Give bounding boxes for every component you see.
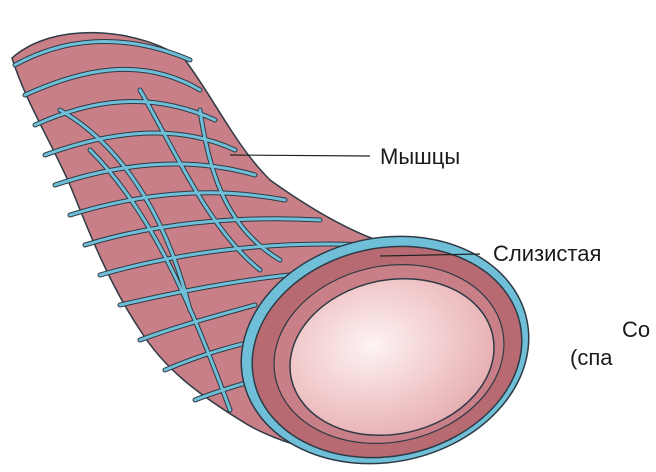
lumen-label-line2: (спа xyxy=(570,347,612,369)
muscles-leader-line xyxy=(230,155,370,156)
mucosa-label: Слизистая xyxy=(493,243,601,265)
lumen-label-line1: Со xyxy=(622,319,650,341)
muscles-label: Мышцы xyxy=(380,146,460,168)
